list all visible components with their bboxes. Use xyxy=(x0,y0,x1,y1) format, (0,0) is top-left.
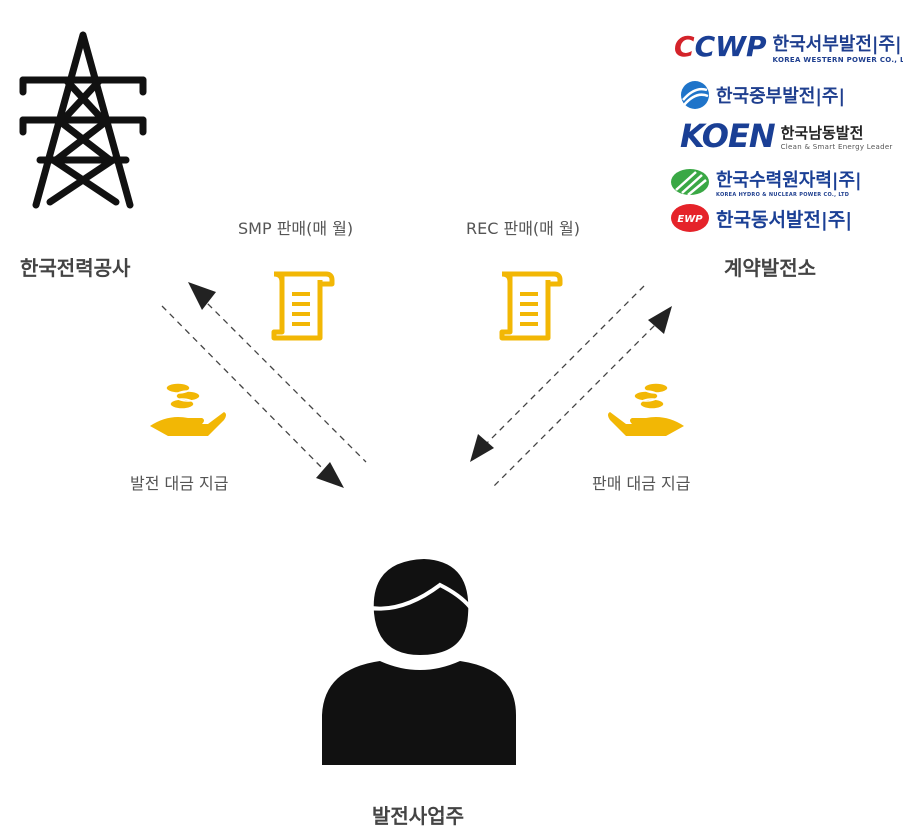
coins-hand-icon xyxy=(608,382,684,436)
logo-komipo: 한국중부발전|주| xyxy=(680,80,845,110)
coins-hand-icon xyxy=(150,382,226,436)
rec-sale-label: REC 판매(매 월) xyxy=(466,219,580,238)
logo-ewp: EWP 한국동서발전|주| xyxy=(670,203,852,233)
receipt-icon xyxy=(499,271,563,341)
sale-payment-arrow-line xyxy=(491,317,663,489)
power-pylon-icon xyxy=(19,31,147,209)
koen-name: 한국남동발전 xyxy=(780,123,864,142)
gen-payment-arrow-line xyxy=(161,305,329,475)
smp-arrow-line xyxy=(199,295,367,463)
ewp-name: 한국동서발전|주| xyxy=(716,208,853,231)
kepco-label: 한국전력공사 xyxy=(20,256,131,280)
rec-arrowhead xyxy=(470,434,494,462)
ewp-mark: EWP xyxy=(677,214,703,225)
logo-cwp: CCWP 한국서부발전|주| KOREA WESTERN POWER CO., … xyxy=(674,30,903,65)
sale-payment-label: 판매 대금 지급 xyxy=(592,474,691,493)
cwp-name: 한국서부발전|주| xyxy=(772,34,902,55)
smp-sale-label: SMP 판매(매 월) xyxy=(238,219,354,238)
cwp-mark: CCWP xyxy=(674,30,767,63)
user-icon xyxy=(322,559,516,765)
koen-sub: Clean & Smart Energy Leader xyxy=(780,142,893,151)
cwp-sub: KOREA WESTERN POWER CO., Ltd. xyxy=(772,56,903,64)
khnp-emblem-icon xyxy=(671,169,709,196)
logo-khnp: 한국수력원자력|주| KOREA HYDRO & NUCLEAR POWER C… xyxy=(670,166,862,198)
komipo-emblem-icon xyxy=(681,81,709,109)
rec-arrow-line xyxy=(477,285,645,453)
ewp-emblem-icon: EWP xyxy=(671,204,709,232)
receipt-icon xyxy=(271,271,335,341)
komipo-name: 한국중부발전|주| xyxy=(716,86,846,107)
gen-payment-label: 발전 대금 지급 xyxy=(130,474,229,493)
owner-label: 발전사업주 xyxy=(372,804,464,828)
khnp-sub: KOREA HYDRO & NUCLEAR POWER CO., LTD xyxy=(716,192,850,198)
khnp-name: 한국수력원자력|주| xyxy=(716,170,862,191)
contract-plant-label: 계약발전소 xyxy=(724,256,816,280)
gen-payment-arrowhead xyxy=(316,462,344,488)
logo-koen: KOEN 한국남동발전 Clean & Smart Energy Leader xyxy=(680,120,893,152)
sale-payment-arrowhead xyxy=(648,306,672,334)
smp-arrowhead xyxy=(188,282,216,310)
koen-mark: KOEN xyxy=(680,117,776,155)
